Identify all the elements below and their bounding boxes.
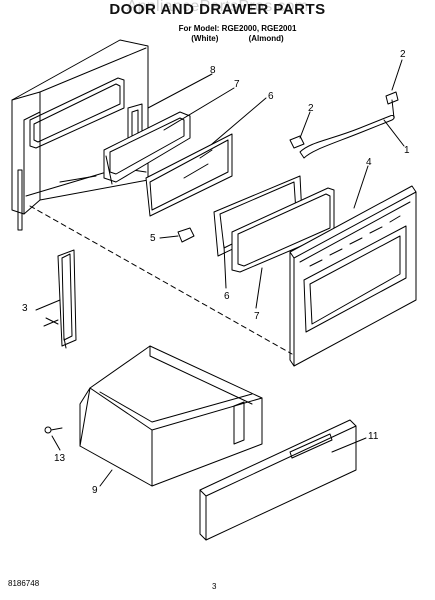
callout-label: 6 [224, 291, 230, 302]
window-frame-upper [103, 111, 191, 185]
page-title: DOOR AND DRAWER PARTS [109, 1, 326, 18]
drawer-screw [44, 426, 63, 434]
callout-label: 7 [254, 311, 260, 322]
model-line: For Model: RGE2000, RGE2001 [178, 24, 297, 33]
callout-label: 6 [268, 91, 274, 102]
callout-label: 9 [92, 485, 98, 496]
page-number: 3 [212, 582, 217, 591]
watermark: AppliancePartsPros.com [126, 0, 309, 15]
callout-label: 1 [404, 145, 410, 156]
variant-white: (White) [191, 34, 219, 43]
variant-line: (White) (Almond) [40, 34, 435, 43]
window-frame-lower [213, 175, 335, 273]
glass-panel-upper [145, 133, 233, 217]
callout-label: 7 [234, 79, 240, 90]
callout-label: 4 [366, 157, 372, 168]
outer-door-panel [289, 185, 417, 367]
callout-label: 13 [54, 453, 66, 464]
alignment-line [29, 205, 293, 355]
inner-door-panel [11, 39, 149, 231]
side-bracket [43, 249, 77, 349]
callout-label: 2 [308, 103, 314, 114]
callout-label: 3 [22, 303, 28, 314]
callout-label: 2 [400, 49, 406, 60]
drawer-front-panel [199, 419, 357, 541]
variant-almond: (Almond) [248, 34, 284, 43]
callout-label: 8 [210, 65, 216, 76]
leader-lines [35, 59, 405, 487]
document-code: 8186748 [8, 579, 40, 588]
glass-clip [177, 227, 195, 243]
callout-label: 11 [368, 431, 379, 442]
door-handle [289, 91, 399, 159]
drawer-body [79, 345, 263, 487]
callout-label: 5 [150, 233, 156, 244]
